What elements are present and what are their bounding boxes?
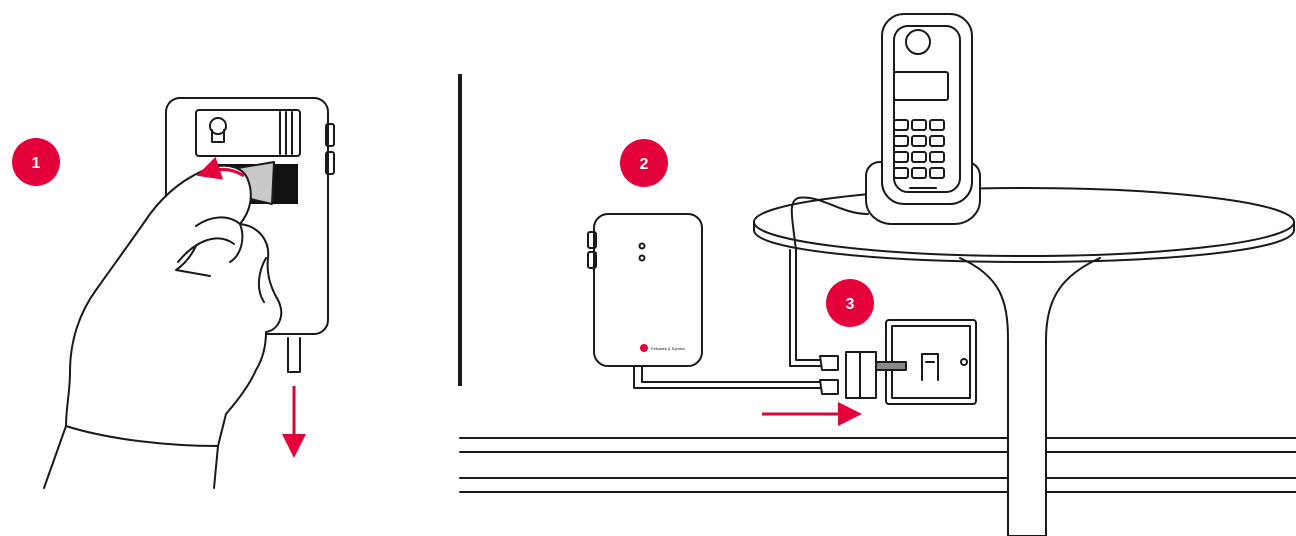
peel-arrow bbox=[196, 156, 245, 180]
side-button-bottom bbox=[325, 151, 335, 175]
side-button-top bbox=[325, 123, 335, 147]
brand-logo: Fellowes & Symfon bbox=[640, 344, 685, 352]
phone-cord bbox=[790, 196, 869, 361]
keyhole-icon bbox=[209, 117, 227, 143]
alarm-unit bbox=[593, 213, 703, 367]
status-led-1 bbox=[638, 242, 646, 250]
step-1-number: 1 bbox=[32, 155, 41, 172]
step-1-badge: 1 bbox=[12, 138, 60, 186]
scene-2-3 bbox=[459, 13, 1296, 536]
unit-cable bbox=[633, 365, 821, 389]
table-top bbox=[753, 187, 1295, 257]
step-1-illustration bbox=[43, 97, 335, 489]
step-2-badge: 2 bbox=[620, 139, 668, 187]
step-3-number: 3 bbox=[846, 296, 855, 313]
table-stem bbox=[959, 257, 1101, 536]
plug-top bbox=[819, 355, 839, 371]
socket-port bbox=[921, 353, 939, 381]
step-3-badge: 3 bbox=[826, 279, 874, 327]
device-cable bbox=[287, 337, 301, 373]
hand bbox=[43, 164, 283, 489]
phone-earpiece bbox=[905, 29, 931, 55]
brand-text: Fellowes & Symfon bbox=[651, 346, 685, 351]
step-2-number: 2 bbox=[640, 156, 649, 173]
phone-keypad bbox=[893, 119, 945, 179]
phone-display bbox=[893, 71, 949, 101]
wall-mount-panel bbox=[195, 109, 301, 157]
plug-bottom bbox=[819, 379, 839, 395]
status-led-2 bbox=[638, 254, 646, 262]
socket-screw bbox=[960, 358, 968, 366]
finger-lines bbox=[175, 216, 267, 303]
phone-handset bbox=[881, 13, 973, 205]
